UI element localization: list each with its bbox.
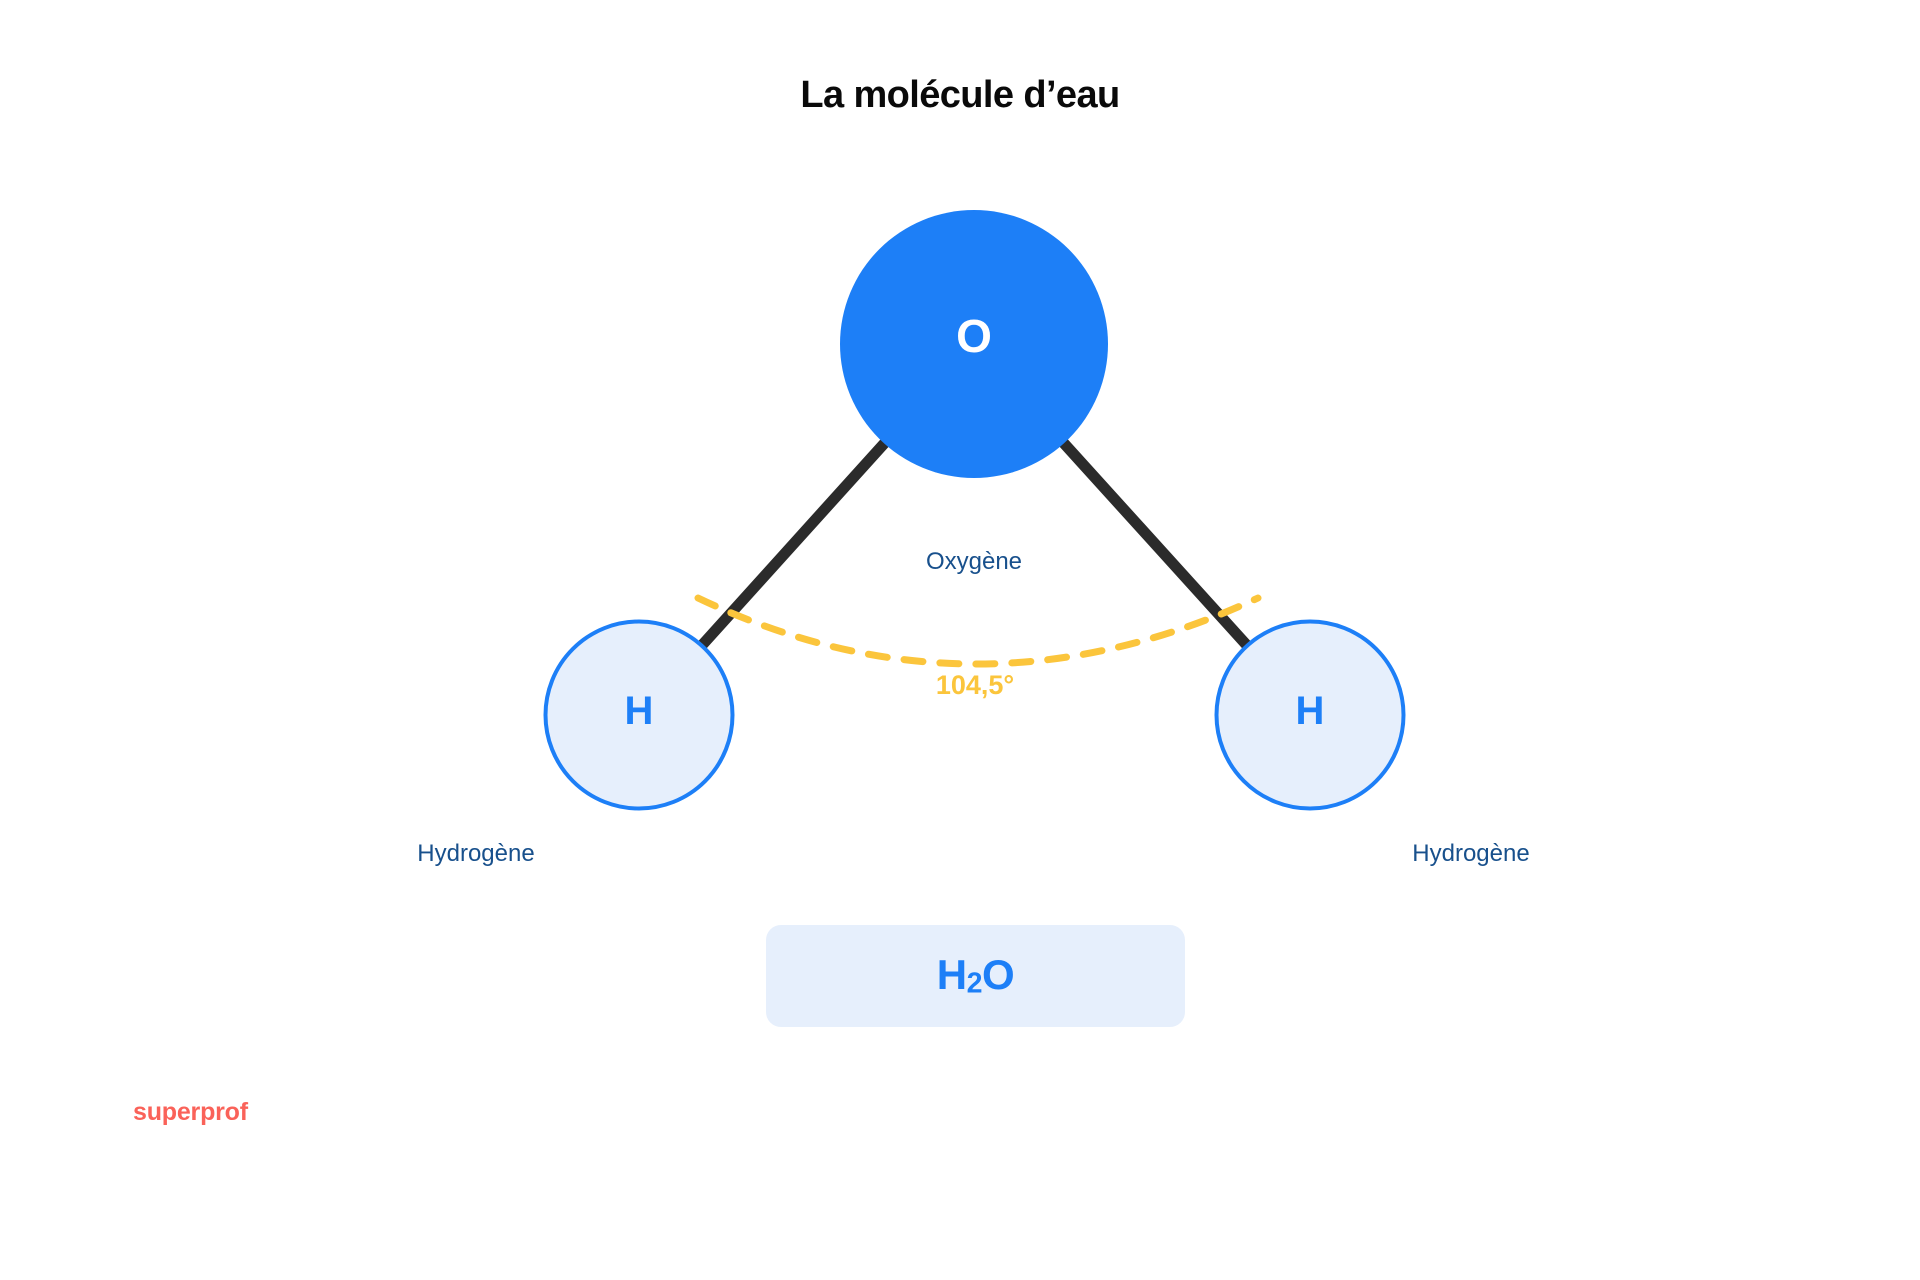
formula-prefix: H (936, 951, 967, 999)
caption-oxygen: Oxygène (925, 548, 1023, 575)
atom-hydrogen-left (543, 619, 735, 811)
bond-angle-label: 104,5° (935, 670, 1015, 700)
atom-hydrogen-right (1214, 619, 1406, 811)
caption-hydrogen-left: Hydrogène (417, 840, 535, 867)
superprof-watermark: superprof (133, 1098, 248, 1126)
formula-badge: H2O (766, 925, 1185, 1027)
formula-suffix: O (982, 951, 1015, 999)
page-title: La molécule d’eau (800, 74, 1120, 116)
formula-text: H2O (936, 951, 1015, 1000)
atom-oxygen (840, 210, 1108, 478)
caption-hydrogen-right: Hydrogène (1412, 840, 1530, 867)
bond-angle-arc (694, 594, 1262, 668)
formula-subscript: 2 (966, 967, 983, 1000)
